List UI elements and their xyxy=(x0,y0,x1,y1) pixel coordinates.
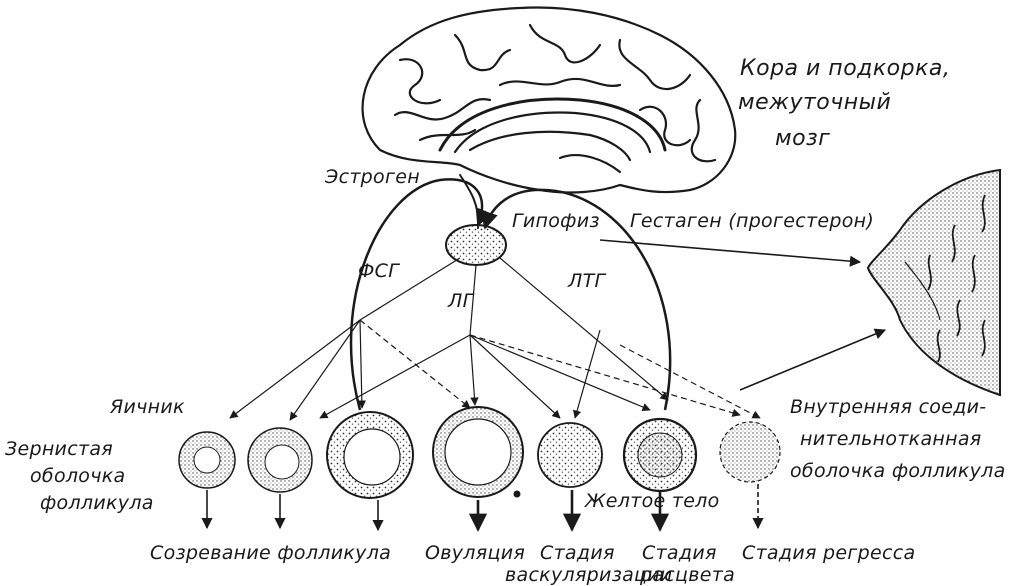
diagram-drawing xyxy=(178,6,1001,532)
label-granulosa-3: фолликула xyxy=(40,492,154,514)
label-cortex-1: Кора и подкорка, xyxy=(740,56,951,81)
label-estrogen: Эстроген xyxy=(325,166,420,188)
label-cortex-3: мозг xyxy=(775,126,831,151)
label-stage-bloom-1: Стадия xyxy=(642,542,717,564)
label-theca-3: оболочка фолликула xyxy=(790,460,1006,482)
corpus-luteum-stage-1 xyxy=(537,422,603,488)
stage-arrows xyxy=(201,484,764,532)
hormone-arrows xyxy=(229,239,887,421)
diagram-canvas: Кора и подкорка, межуточный мозг Эстроге… xyxy=(5,6,1006,585)
label-cortex-2: межуточный xyxy=(738,90,892,115)
pituitary-gland xyxy=(445,224,507,266)
label-stage-ovulation: Овуляция xyxy=(425,542,526,564)
corpus-luteum-stage-2 xyxy=(622,417,698,493)
label-ovary: Яичник xyxy=(110,396,185,418)
label-stage-maturation: Созревание фолликула xyxy=(150,542,392,564)
endometrium-illustration xyxy=(866,168,1001,397)
label-granulosa-1: Зернистая xyxy=(5,438,113,460)
label-corpus-luteum: Желтое тело xyxy=(585,490,720,512)
label-gestagen: Гестаген (прогестерон) xyxy=(630,210,875,232)
corpus-luteum-stage-3 xyxy=(719,421,781,483)
label-stage-regress: Стадия регресса xyxy=(742,542,916,564)
label-lg: ЛГ xyxy=(448,290,474,312)
label-pituitary: Гипофиз xyxy=(512,210,600,232)
brain-illustration xyxy=(361,6,737,229)
follicle-stage-2 xyxy=(247,427,313,493)
feedback-arcs xyxy=(349,178,672,411)
label-ltg: ЛТГ xyxy=(568,270,606,292)
follicle-stages xyxy=(178,406,781,499)
label-stage-bloom-2: расцвета xyxy=(640,564,736,586)
follicle-stage-1 xyxy=(178,431,236,489)
follicle-stage-ovulation xyxy=(432,406,524,498)
label-granulosa-2: оболочка xyxy=(30,465,126,487)
label-stage-vascular-1: Стадия xyxy=(540,542,615,564)
label-fsg: ФСГ xyxy=(358,260,400,282)
label-theca-1: Внутренняя соеди- xyxy=(790,396,987,418)
follicle-stage-3 xyxy=(326,411,414,499)
label-theca-2: нительнотканная xyxy=(800,428,982,450)
